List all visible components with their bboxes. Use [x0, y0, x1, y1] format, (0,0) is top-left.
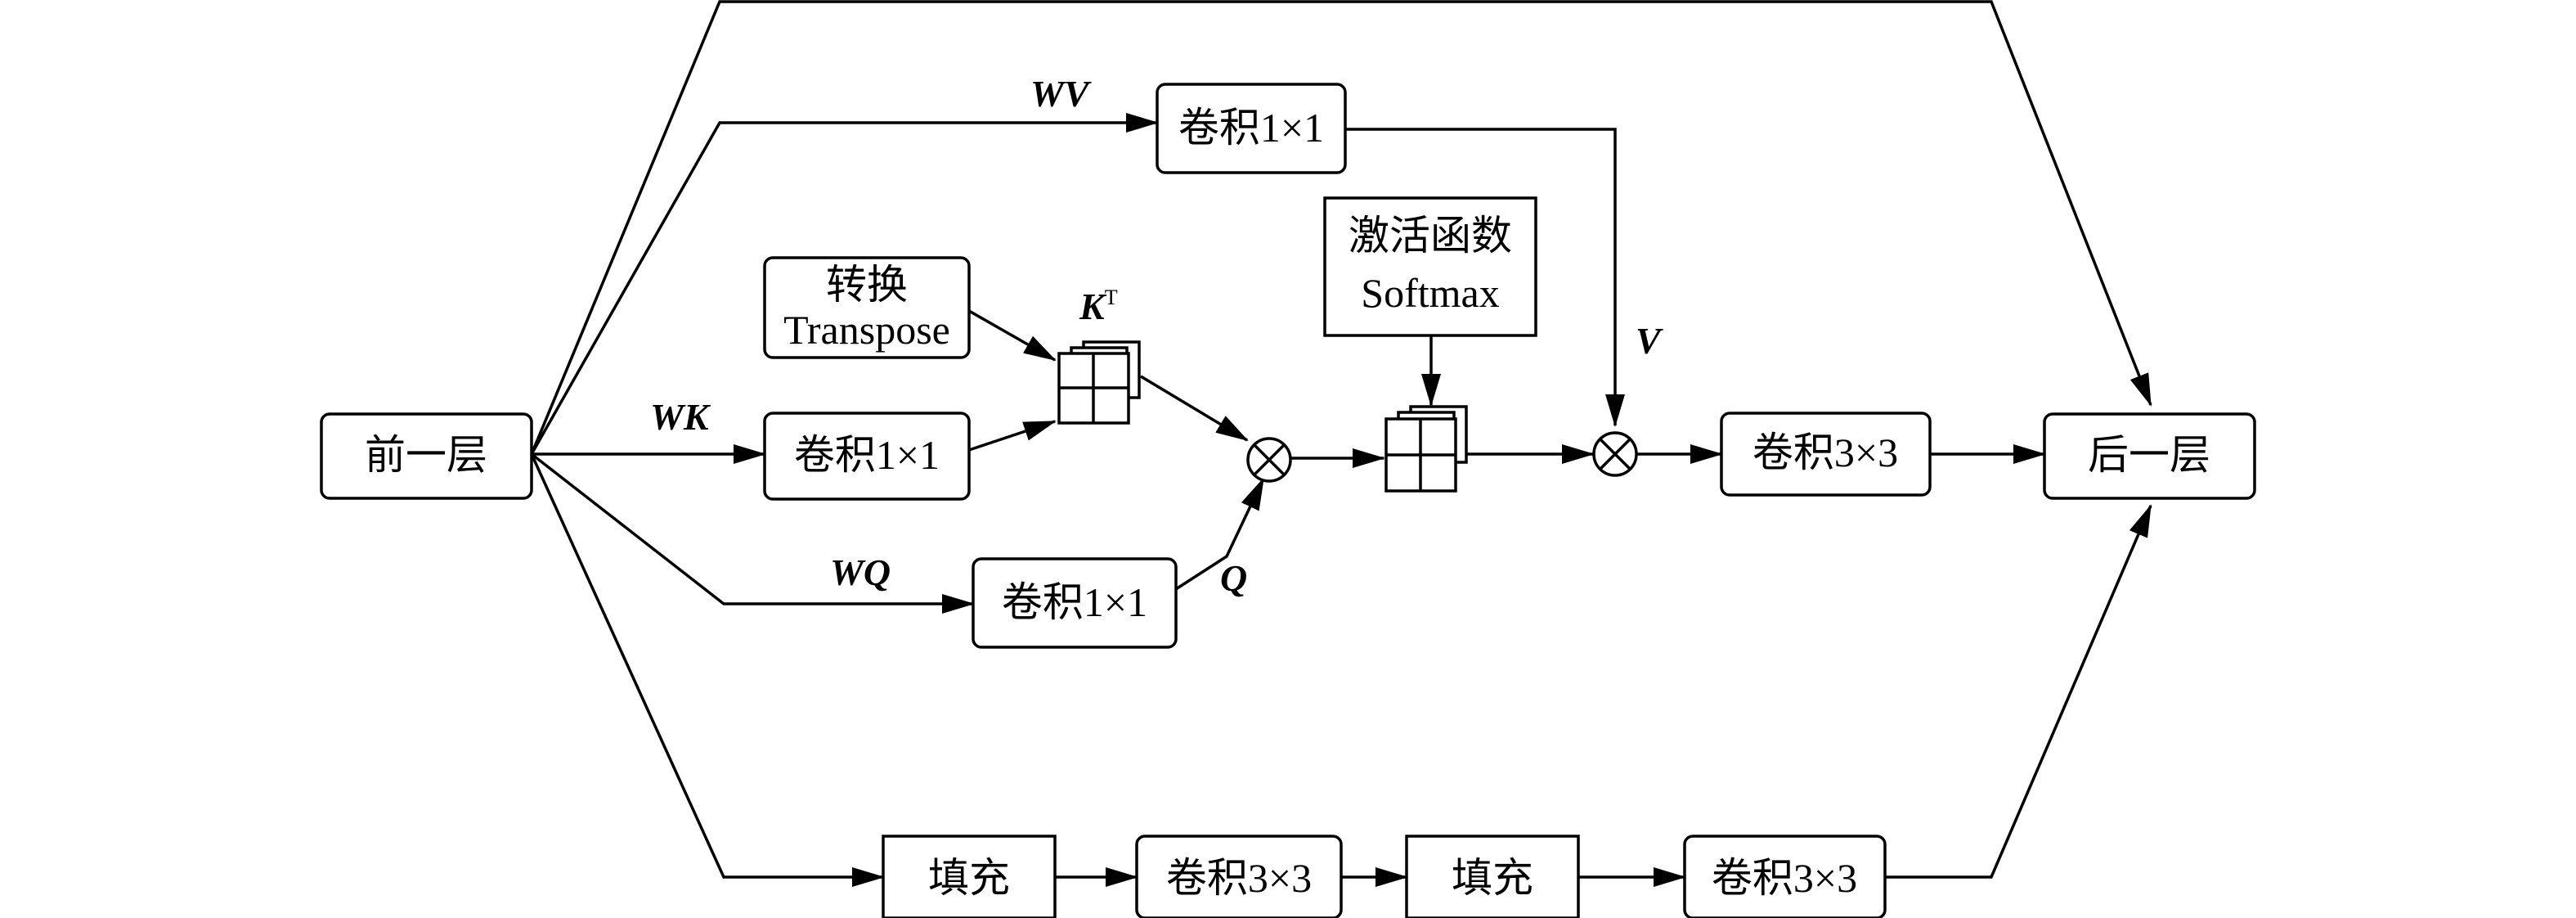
node-pad-2: 填充	[1405, 835, 1580, 918]
node-input-label: 前一层	[365, 432, 487, 478]
label-v: V	[1636, 320, 1663, 362]
edge-wv	[530, 113, 1159, 455]
label-kt-main: K	[1079, 286, 1107, 327]
node-conv-k: 卷积1×1	[763, 412, 971, 501]
node-conv-v: 卷积1×1	[1156, 83, 1347, 174]
node-conv-attn: 卷积3×3	[1720, 412, 1932, 497]
node-pad-2-label: 填充	[1452, 855, 1533, 901]
label-kt: KT	[1079, 286, 1118, 327]
node-conv-b1: 卷积3×3	[1135, 835, 1343, 918]
label-wq: WQ	[830, 551, 891, 593]
node-conv-k-label: 卷积1×1	[794, 432, 940, 478]
kt-matrix-icon	[1057, 340, 1141, 425]
label-wk: WK	[650, 396, 711, 438]
node-pad-1: 填充	[882, 835, 1057, 918]
node-conv-b1-label: 卷积3×3	[1166, 855, 1312, 901]
label-q: Q	[1220, 557, 1247, 599]
node-conv-b2-label: 卷积3×3	[1712, 855, 1857, 901]
node-conv-b2: 卷积3×3	[1683, 835, 1887, 918]
label-kt-sup: T	[1105, 286, 1118, 309]
node-conv-q: 卷积1×1	[972, 557, 1178, 649]
node-softmax-label-1: 激活函数	[1349, 213, 1512, 259]
node-conv-v-label: 卷积1×1	[1178, 105, 1324, 151]
edge-q-to-mult	[1175, 477, 1265, 591]
edge-wq	[530, 452, 975, 614]
node-softmax-label-2: Softmax	[1361, 270, 1499, 316]
node-output: 后一层	[2043, 412, 2256, 500]
edges	[530, 0, 2152, 887]
edge-skip-bottom	[1885, 504, 2152, 879]
edge-skip-top	[530, 0, 2152, 455]
matmul-operator-1	[1246, 437, 1292, 483]
edge-kt-to-mult	[1140, 375, 1249, 442]
node-transpose-label-2: Transpose	[783, 307, 950, 353]
node-transpose-label-1: 转换	[826, 262, 908, 308]
node-input: 前一层	[320, 412, 533, 500]
node-pad-1-label: 填充	[928, 855, 1010, 901]
label-wv: WV	[1030, 73, 1092, 115]
edge-padding-branch	[530, 453, 885, 887]
edge-conv-k-to-kt	[968, 420, 1057, 452]
attention-matrix-icon	[1384, 405, 1468, 493]
matmul-operator-2	[1592, 431, 1638, 477]
node-softmax: 激活函数 Softmax	[1323, 196, 1537, 337]
node-output-label: 后一层	[2088, 432, 2210, 478]
node-transpose: 转换 Transpose	[763, 256, 971, 359]
edge-conv-v-to-mult	[1345, 128, 1625, 427]
edge-transpose-to-kt	[968, 309, 1057, 362]
node-conv-attn-label: 卷积3×3	[1752, 430, 1898, 475]
node-conv-q-label: 卷积1×1	[1002, 579, 1147, 625]
